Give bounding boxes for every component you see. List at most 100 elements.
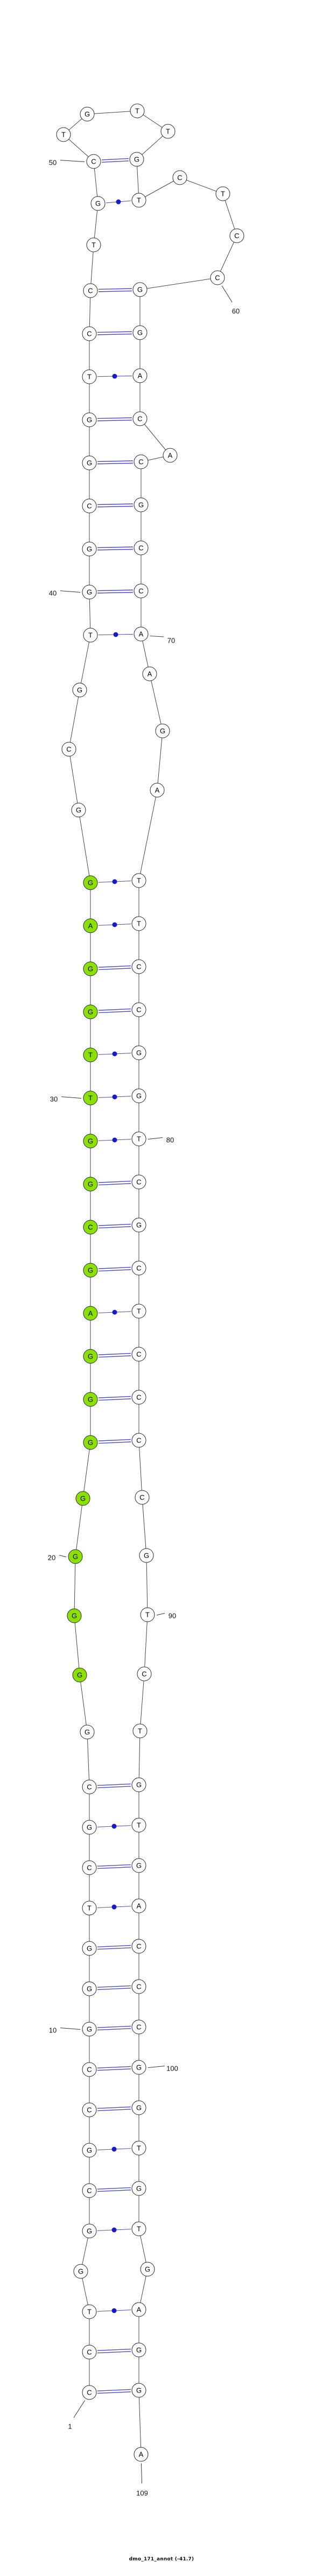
basepair-line: [97, 1947, 131, 1950]
noncanonical-pair-dot-icon: [112, 1310, 117, 1315]
nucleotide-base-letter: G: [87, 588, 92, 596]
basepair-line: [97, 1988, 131, 1990]
basepair-line: [98, 1439, 131, 1441]
nucleotide-circle: [90, 196, 106, 211]
nucleotide-circle: [142, 666, 157, 681]
nucleotide-circle: [131, 1939, 146, 1954]
nucleotide-base-letter: A: [139, 2451, 144, 2459]
basepair-line: [98, 965, 131, 968]
nucleotide-base-letter: G: [88, 1137, 93, 1145]
nucleotide-base-letter: T: [137, 2144, 141, 2152]
position-label: 60: [232, 307, 240, 315]
position-label-tick: [59, 1554, 67, 1558]
nucleotide-circle: [61, 742, 76, 757]
nucleotide-circle-highlighted: [83, 1134, 98, 1149]
backbone-segment: [74, 1556, 76, 1616]
basepair-line: [97, 419, 132, 421]
nucleotide-circle: [131, 1347, 146, 1362]
nucleotide-base-letter: G: [87, 416, 92, 424]
nucleotide-base-letter: G: [85, 110, 90, 118]
nucleotide-circle: [131, 1002, 146, 1017]
nucleotide-base-letter: G: [87, 545, 92, 553]
nucleotide-circle: [82, 2345, 97, 2360]
nucleotide-base-letter: G: [145, 2265, 150, 2274]
nucleotide-circle: [134, 2447, 149, 2462]
nucleotide-base-letter: G: [87, 1945, 92, 1953]
nucleotide-circle: [82, 1779, 97, 1794]
backbone-segment: [68, 749, 79, 811]
backbone-segment: [146, 1555, 148, 1615]
backbone-segment: [144, 1614, 148, 1674]
nucleotide-circle: [131, 2019, 146, 2035]
nucleotide-base-letter: C: [87, 2106, 92, 2114]
nucleotide-base-letter: G: [136, 1781, 142, 1789]
position-label: 30: [50, 1095, 58, 1103]
nucleotide-circle: [131, 1898, 146, 1913]
position-label-tick: [60, 160, 85, 162]
nucleotide-base-letter: T: [88, 1051, 93, 1059]
noncanonical-pair-dot-icon: [111, 2227, 117, 2233]
basepair-line: [97, 2106, 131, 2109]
nucleotide-base-letter: A: [155, 786, 160, 794]
nucleotide-circle: [131, 1858, 146, 1873]
nucleotide-base-letter: C: [136, 963, 141, 971]
basepair-line: [97, 1786, 131, 1789]
nucleotide-base-letter: C: [138, 544, 143, 552]
nucleotide-base-letter: C: [87, 2389, 92, 2397]
nucleotide-circle: [82, 2304, 97, 2319]
backbone-segment: [138, 177, 180, 201]
nucleotide-circle: [130, 103, 145, 118]
nucleotide-base-letter: C: [136, 2023, 141, 2031]
nucleotide-circle: [134, 540, 149, 555]
nucleotide-circle: [82, 1981, 97, 1996]
nucleotide-circle: [80, 1725, 95, 1740]
nucleotide-base-letter: G: [134, 156, 139, 164]
backbone-segment: [68, 689, 80, 750]
nucleotide-base-letter: T: [137, 1821, 141, 1829]
backbone-segment: [75, 1498, 83, 1557]
nucleotide-base-letter: G: [88, 1180, 93, 1188]
nucleotide-base-letter: G: [87, 2146, 92, 2155]
position-label: 100: [166, 2065, 178, 2073]
nucleotide-circle: [160, 124, 175, 139]
basepair-line: [99, 1355, 131, 1358]
position-label: 40: [49, 589, 57, 597]
noncanonical-pair-dot-icon: [113, 632, 118, 637]
nucleotide-base-letter: T: [87, 1904, 92, 1912]
basepair-line: [99, 1011, 131, 1013]
nucleotide-circle: [131, 1304, 146, 1319]
nucleotide-circle: [86, 237, 101, 252]
backbone-segment: [78, 810, 91, 883]
basepair-line: [97, 1985, 131, 1988]
position-label-tick: [150, 636, 164, 637]
nucleotide-circle: [83, 283, 98, 298]
nucleotide-circle: [131, 1174, 146, 1190]
nucleotide-base-letter: C: [136, 1178, 141, 1186]
noncanonical-pair-dot-icon: [112, 1094, 117, 1100]
backbone-segment: [79, 635, 91, 691]
noncanonical-pair-dot-icon: [111, 1904, 117, 1910]
nucleotide-base-letter: C: [87, 330, 92, 338]
nucleotide-circle: [82, 1901, 97, 1916]
nucleotide-base-letter: G: [136, 1049, 142, 1057]
nucleotide-base-letter: C: [136, 1942, 141, 1951]
nucleotide-circle: [163, 448, 178, 463]
position-label-tick: [148, 1137, 163, 1140]
position-label-tick: [73, 2400, 85, 2418]
backbone-segment: [142, 1497, 147, 1556]
nucleotide-base-letter: C: [136, 1393, 141, 1402]
nucleotide-circle-highlighted: [83, 1392, 98, 1407]
nucleotide-circle: [134, 497, 149, 512]
nucleotide-base-letter: C: [142, 1670, 146, 1678]
noncanonical-pair-dot-icon: [116, 199, 121, 205]
nucleotide-base-letter: G: [138, 501, 144, 509]
position-label-tick: [148, 2066, 165, 2068]
nucleotide-circle: [131, 1777, 146, 1792]
basepair-line: [97, 2066, 131, 2068]
backbone-segment: [82, 1442, 91, 1499]
nucleotide-base-letter: C: [137, 415, 142, 423]
backbone-segment: [157, 730, 163, 791]
nucleotide-base-letter: C: [136, 1006, 141, 1014]
nucleotide-circle: [82, 1820, 97, 1835]
